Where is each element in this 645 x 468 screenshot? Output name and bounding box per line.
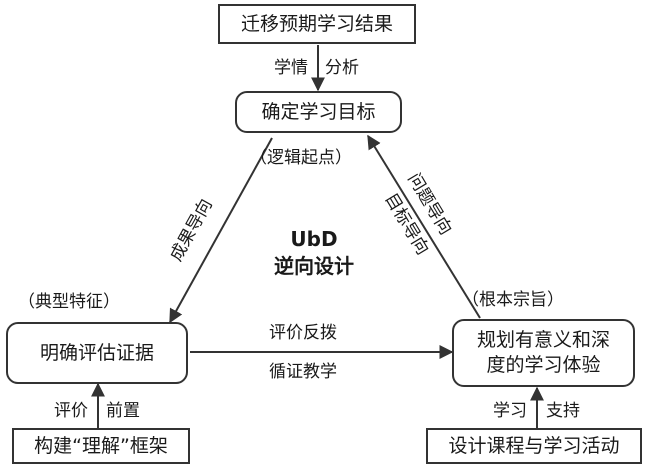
- edge-label-assessment-washback: 评价反拨: [269, 323, 337, 343]
- edge-label-zhichi: 支持: [546, 401, 580, 421]
- edge-label-qianzhi: 前置: [106, 401, 140, 421]
- edge-label-pingjia: 评价: [54, 401, 88, 421]
- edge-label-fenxi: 分析: [325, 58, 359, 78]
- arrow-goal-to-evidence: [169, 137, 273, 324]
- learning-goal-label: 确定学习目标: [261, 100, 376, 123]
- edge-label-xueqing: 学情: [274, 58, 308, 78]
- course-design-box: 设计课程与学习活动: [426, 428, 642, 464]
- understanding-frame-box: 构建“理解”框架: [12, 428, 190, 464]
- learning-experience-label: 规划有意义和深度的学习体验: [476, 329, 610, 376]
- top-input-box: 迁移预期学习结果: [218, 4, 416, 44]
- edge-label-evidence-based-teaching: 循证教学: [269, 362, 337, 382]
- center-title: UbD 逆向设计: [254, 226, 374, 280]
- annotation-typical-feature: （典型特征）: [18, 292, 120, 312]
- learning-experience-box: 规划有意义和深度的学习体验: [452, 319, 635, 387]
- learning-goal-box: 确定学习目标: [235, 91, 402, 133]
- center-title-backward-design: 逆向设计: [274, 254, 354, 278]
- top-input-label: 迁移预期学习结果: [240, 12, 393, 35]
- understanding-frame-label: 构建“理解”框架: [34, 434, 168, 457]
- course-design-label: 设计课程与学习活动: [448, 434, 620, 457]
- arrow-experience-to-goal: [367, 134, 481, 319]
- edge-label-xuexi: 学习: [493, 401, 527, 421]
- assessment-evidence-box: 明确评估证据: [6, 322, 188, 384]
- assessment-evidence-label: 明确评估证据: [39, 341, 154, 364]
- center-title-ubd: UbD: [290, 227, 338, 251]
- annotation-logic-start: （逻辑起点）: [250, 148, 352, 168]
- annotation-fundamental-aim: （根本宗旨）: [462, 290, 564, 310]
